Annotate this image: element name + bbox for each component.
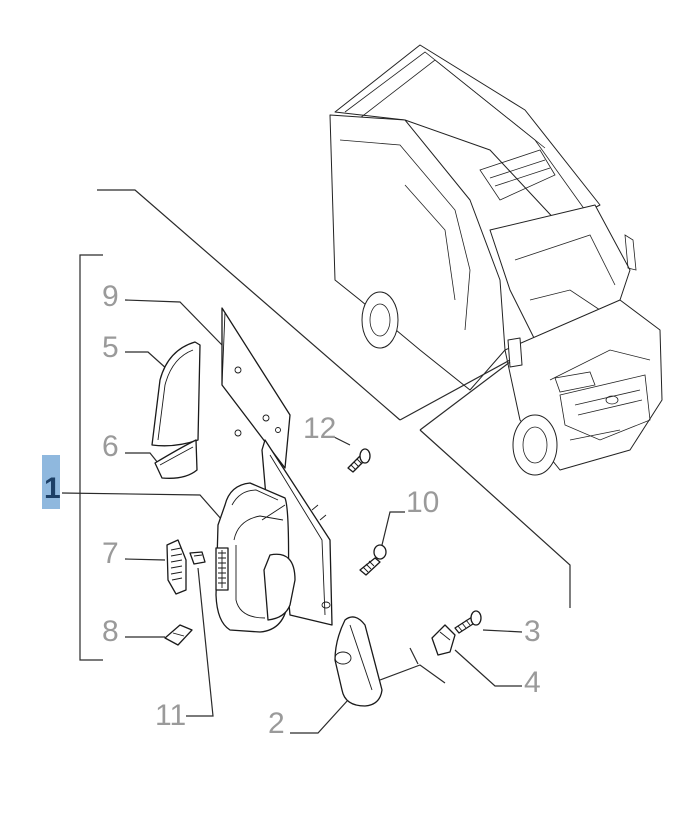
part-1-mirror-assembly xyxy=(215,439,333,633)
callout-10[interactable]: 10 xyxy=(406,486,439,519)
callout-4[interactable]: 4 xyxy=(524,666,541,699)
callout-11[interactable]: 11 xyxy=(155,699,186,732)
callout-7[interactable]: 7 xyxy=(102,537,119,570)
part-8-clip xyxy=(164,624,193,646)
callout-labels: 1 9 5 6 7 8 11 12 10 2 3 4 xyxy=(42,280,541,740)
callout-5[interactable]: 5 xyxy=(102,331,119,364)
part-12-screw xyxy=(347,448,371,473)
callout-3[interactable]: 3 xyxy=(524,615,541,648)
part-2-cover xyxy=(334,616,383,707)
callout-8[interactable]: 8 xyxy=(102,615,119,648)
van-illustration xyxy=(329,44,663,476)
callout-12[interactable]: 12 xyxy=(303,412,336,445)
callout-1[interactable]: 1 xyxy=(44,472,61,505)
leader-lines xyxy=(61,189,571,734)
part-5-mirror-glass xyxy=(151,341,201,447)
part-4-bushing xyxy=(431,624,456,656)
part-10-screw xyxy=(359,544,387,576)
part-3-screw xyxy=(454,610,482,634)
callout-9[interactable]: 9 xyxy=(102,280,119,313)
part-6-lower-glass xyxy=(154,439,198,479)
part-9-plate xyxy=(221,307,291,469)
callout-2[interactable]: 2 xyxy=(268,707,285,740)
callout-6[interactable]: 6 xyxy=(102,430,119,463)
callout-1-highlight xyxy=(42,455,60,509)
part-11-bulb-holder xyxy=(189,551,206,565)
part-7-side-lamp xyxy=(166,539,187,595)
